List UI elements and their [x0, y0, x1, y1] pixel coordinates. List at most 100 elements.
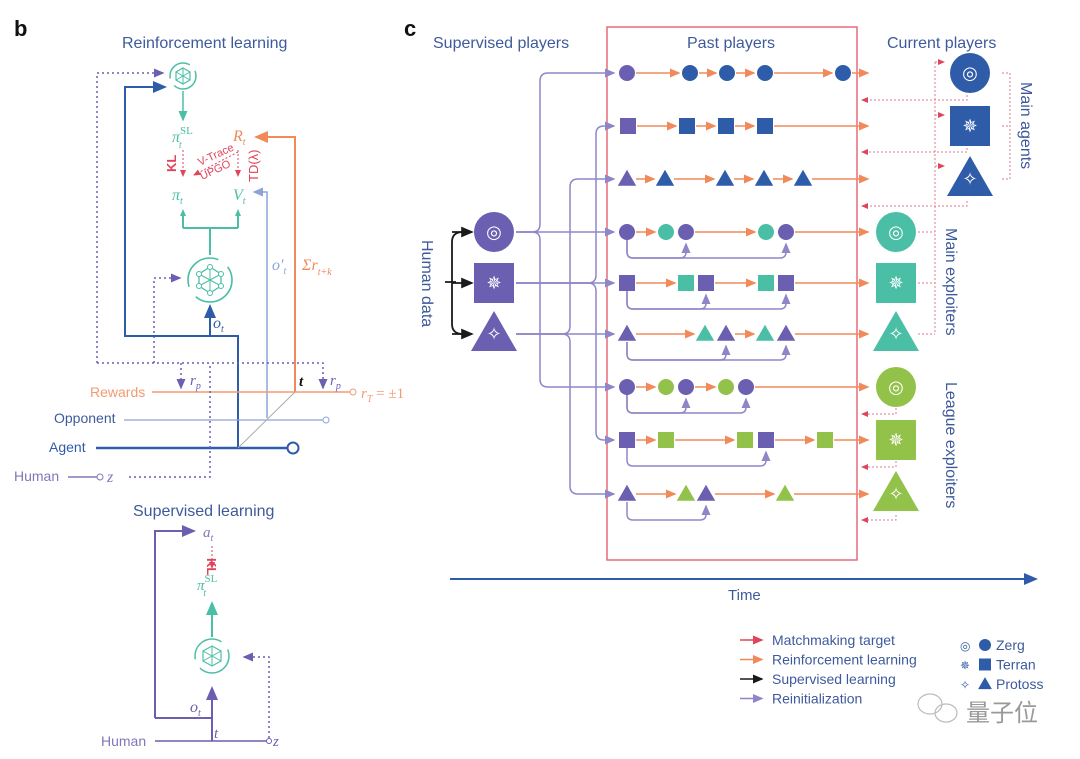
- o-prime-label: o′t: [272, 257, 287, 277]
- past-player-circle: [619, 224, 635, 240]
- past-player-square: [757, 118, 773, 134]
- current-main_agents-protoss: ✧: [947, 156, 993, 196]
- sl-t-label: t: [214, 726, 219, 742]
- past-player-triangle: [655, 169, 675, 186]
- matchmaking-arrows: [861, 59, 1011, 523]
- agent-end-node: [286, 441, 300, 455]
- row-league_exploiters-zerg: [619, 379, 870, 414]
- rl-title: Reinforcement learning: [122, 35, 287, 52]
- header-past-players: Past players: [687, 35, 775, 52]
- protoss-glyph: ✧: [888, 324, 903, 344]
- t-label-rl: t: [299, 374, 304, 390]
- past-player-circle: [658, 379, 674, 395]
- past-player-circle: [758, 224, 774, 240]
- zerg-icon: [876, 212, 916, 252]
- past-player-triangle: [775, 484, 795, 501]
- reinit-loop: [626, 240, 691, 259]
- r-T-label: rT = ±1: [361, 386, 404, 405]
- z-dotted-line: [129, 363, 211, 478]
- opponent-label: Opponent: [54, 410, 116, 426]
- row-main_agents-zerg: [619, 65, 870, 81]
- vtrace-arrow: [193, 151, 239, 176]
- protoss-glyph: ✧: [888, 484, 903, 504]
- agent-obs-arrow-top: [124, 81, 167, 337]
- matchmaking-arrow: [861, 148, 968, 155]
- opponent-end-node: [322, 416, 330, 424]
- legend-circle-icon: [979, 639, 991, 651]
- past-player-circle: [619, 65, 635, 81]
- past-player-triangle: [617, 324, 637, 341]
- diagonal-time-link: [237, 391, 296, 449]
- pi-t-label: πt: [172, 187, 183, 207]
- reinit-arrow: [516, 231, 616, 392]
- header-supervised-players: Supervised players: [433, 35, 569, 52]
- z-label-rl: z: [106, 469, 114, 486]
- protoss-icon: [873, 311, 919, 351]
- past-player-triangle: [716, 324, 736, 341]
- past-player-square: [758, 432, 774, 448]
- row-main_agents-terran: [620, 118, 870, 134]
- row-main_exploiters-zerg: [619, 224, 870, 259]
- reinit-loop: [626, 395, 691, 414]
- policy-network-icon-sl: [194, 638, 230, 674]
- panel-c-letter: c: [404, 16, 416, 41]
- sl-o-t-label: ot: [190, 699, 201, 719]
- past-player-square: [619, 275, 635, 291]
- past-player-square: [619, 432, 635, 448]
- past-player-circle: [778, 224, 794, 240]
- matchmaking-arrow: [861, 201, 968, 209]
- header-current-players: Current players: [887, 35, 996, 52]
- a-t-label: at: [203, 525, 214, 544]
- reinit-loop: [626, 395, 751, 414]
- policy-network-icon-mid: [187, 245, 233, 303]
- matchmaking-arrow: [861, 461, 897, 470]
- past-player-square: [658, 432, 674, 448]
- rewards-end-node: [349, 388, 357, 396]
- past-player-triangle: [776, 324, 796, 341]
- past-player-circle: [757, 65, 773, 81]
- sl-z-dotted-arrow: [242, 652, 270, 738]
- zerg-icon: [950, 53, 990, 93]
- human-data-label: Human data: [418, 240, 435, 327]
- opponent-obs-arrow: [252, 187, 268, 418]
- legend-arrow-label: Supervised learning: [772, 671, 896, 687]
- watermark: 量子位: [917, 693, 1038, 727]
- past-player-triangle: [696, 484, 716, 501]
- current-player-icons: ◎✵✧◎✵✧◎✵✧: [873, 53, 993, 511]
- past-player-triangle: [676, 484, 696, 501]
- current-league_exploiters-protoss: ✧: [873, 471, 919, 511]
- protoss-icon: [873, 471, 919, 511]
- row-league_exploiters-protoss: [617, 484, 870, 521]
- sl-title: Supervised learning: [133, 503, 274, 520]
- time-label: Time: [728, 587, 761, 604]
- past-player-square: [817, 432, 833, 448]
- matchmaking-arrow: [861, 408, 897, 417]
- past-player-circle: [718, 379, 734, 395]
- v-t-label: Vt: [233, 187, 246, 207]
- player-rows: [617, 65, 870, 521]
- sl-kl-label: KL: [204, 558, 219, 575]
- policy-network-icon-top: [169, 62, 197, 90]
- rewards-label: Rewards: [90, 384, 145, 400]
- supervised-zerg-icon: ◎: [474, 212, 514, 252]
- protoss-glyph: ✧: [486, 324, 501, 344]
- main-exploiters-label: Main exploiters: [942, 228, 959, 336]
- legend-arrow-label: Matchmaking target: [772, 632, 895, 648]
- sl-z-label: z: [272, 734, 279, 750]
- past-player-triangle: [715, 169, 735, 186]
- reinit-arrow: [516, 68, 616, 233]
- past-player-square: [718, 118, 734, 134]
- terran-icon: [950, 106, 990, 146]
- past-player-circle: [678, 379, 694, 395]
- panel-c: c Supervised players Past players Curren…: [404, 16, 1043, 727]
- row-main_agents-protoss: [617, 169, 870, 186]
- human-end-node-sl: [266, 738, 272, 744]
- td-lambda-label: TD(λ): [246, 150, 261, 183]
- reinit-loop: [626, 342, 731, 361]
- current-main_exploiters-protoss: ✧: [873, 311, 919, 351]
- zerg-icon: [876, 367, 916, 407]
- matchmaking-arrow: [861, 515, 897, 523]
- past-player-square: [698, 275, 714, 291]
